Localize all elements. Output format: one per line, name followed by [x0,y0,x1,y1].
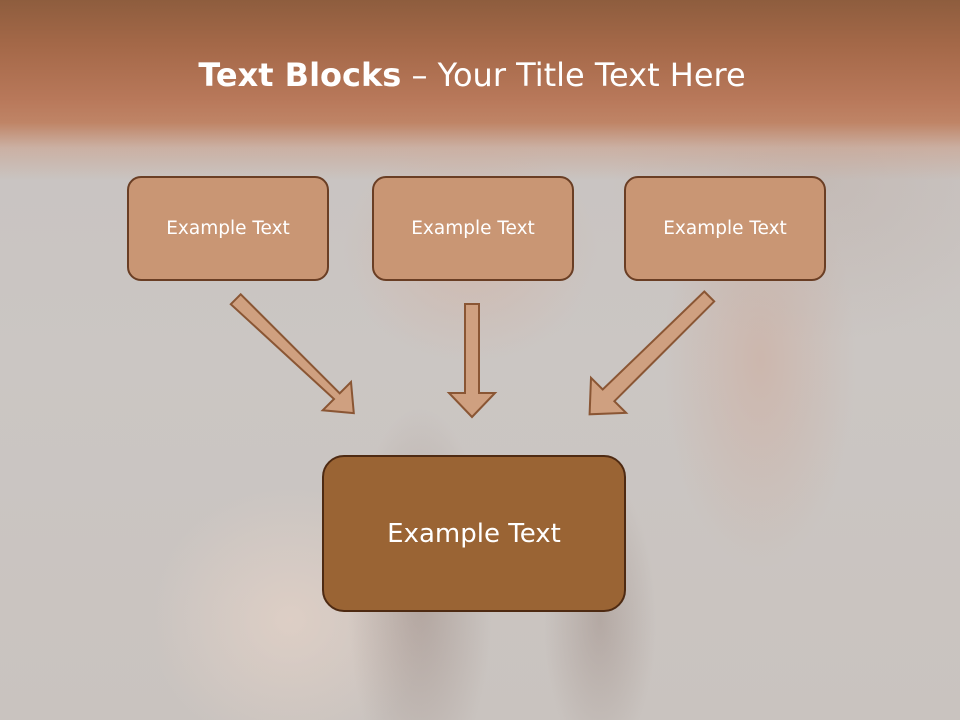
text-block-main-label: Example Text [387,518,561,549]
arrow-middle-icon [446,303,498,419]
text-block-right-label: Example Text [663,218,787,239]
arrow-left-icon [229,292,355,415]
text-block-middle[interactable]: Example Text [372,176,574,281]
arrow-right-icon [588,290,716,416]
text-block-main[interactable]: Example Text [322,455,626,612]
slide-title: Text Blocks – Your Title Text Here [0,52,944,98]
title-rest: Your Title Text Here [437,56,746,94]
header-band [0,0,960,180]
text-block-left-label: Example Text [166,218,290,239]
title-bold: Text Blocks [198,56,402,94]
text-block-middle-label: Example Text [411,218,535,239]
text-block-right[interactable]: Example Text [624,176,826,281]
text-block-left[interactable]: Example Text [127,176,329,281]
title-separator: – [401,56,438,94]
